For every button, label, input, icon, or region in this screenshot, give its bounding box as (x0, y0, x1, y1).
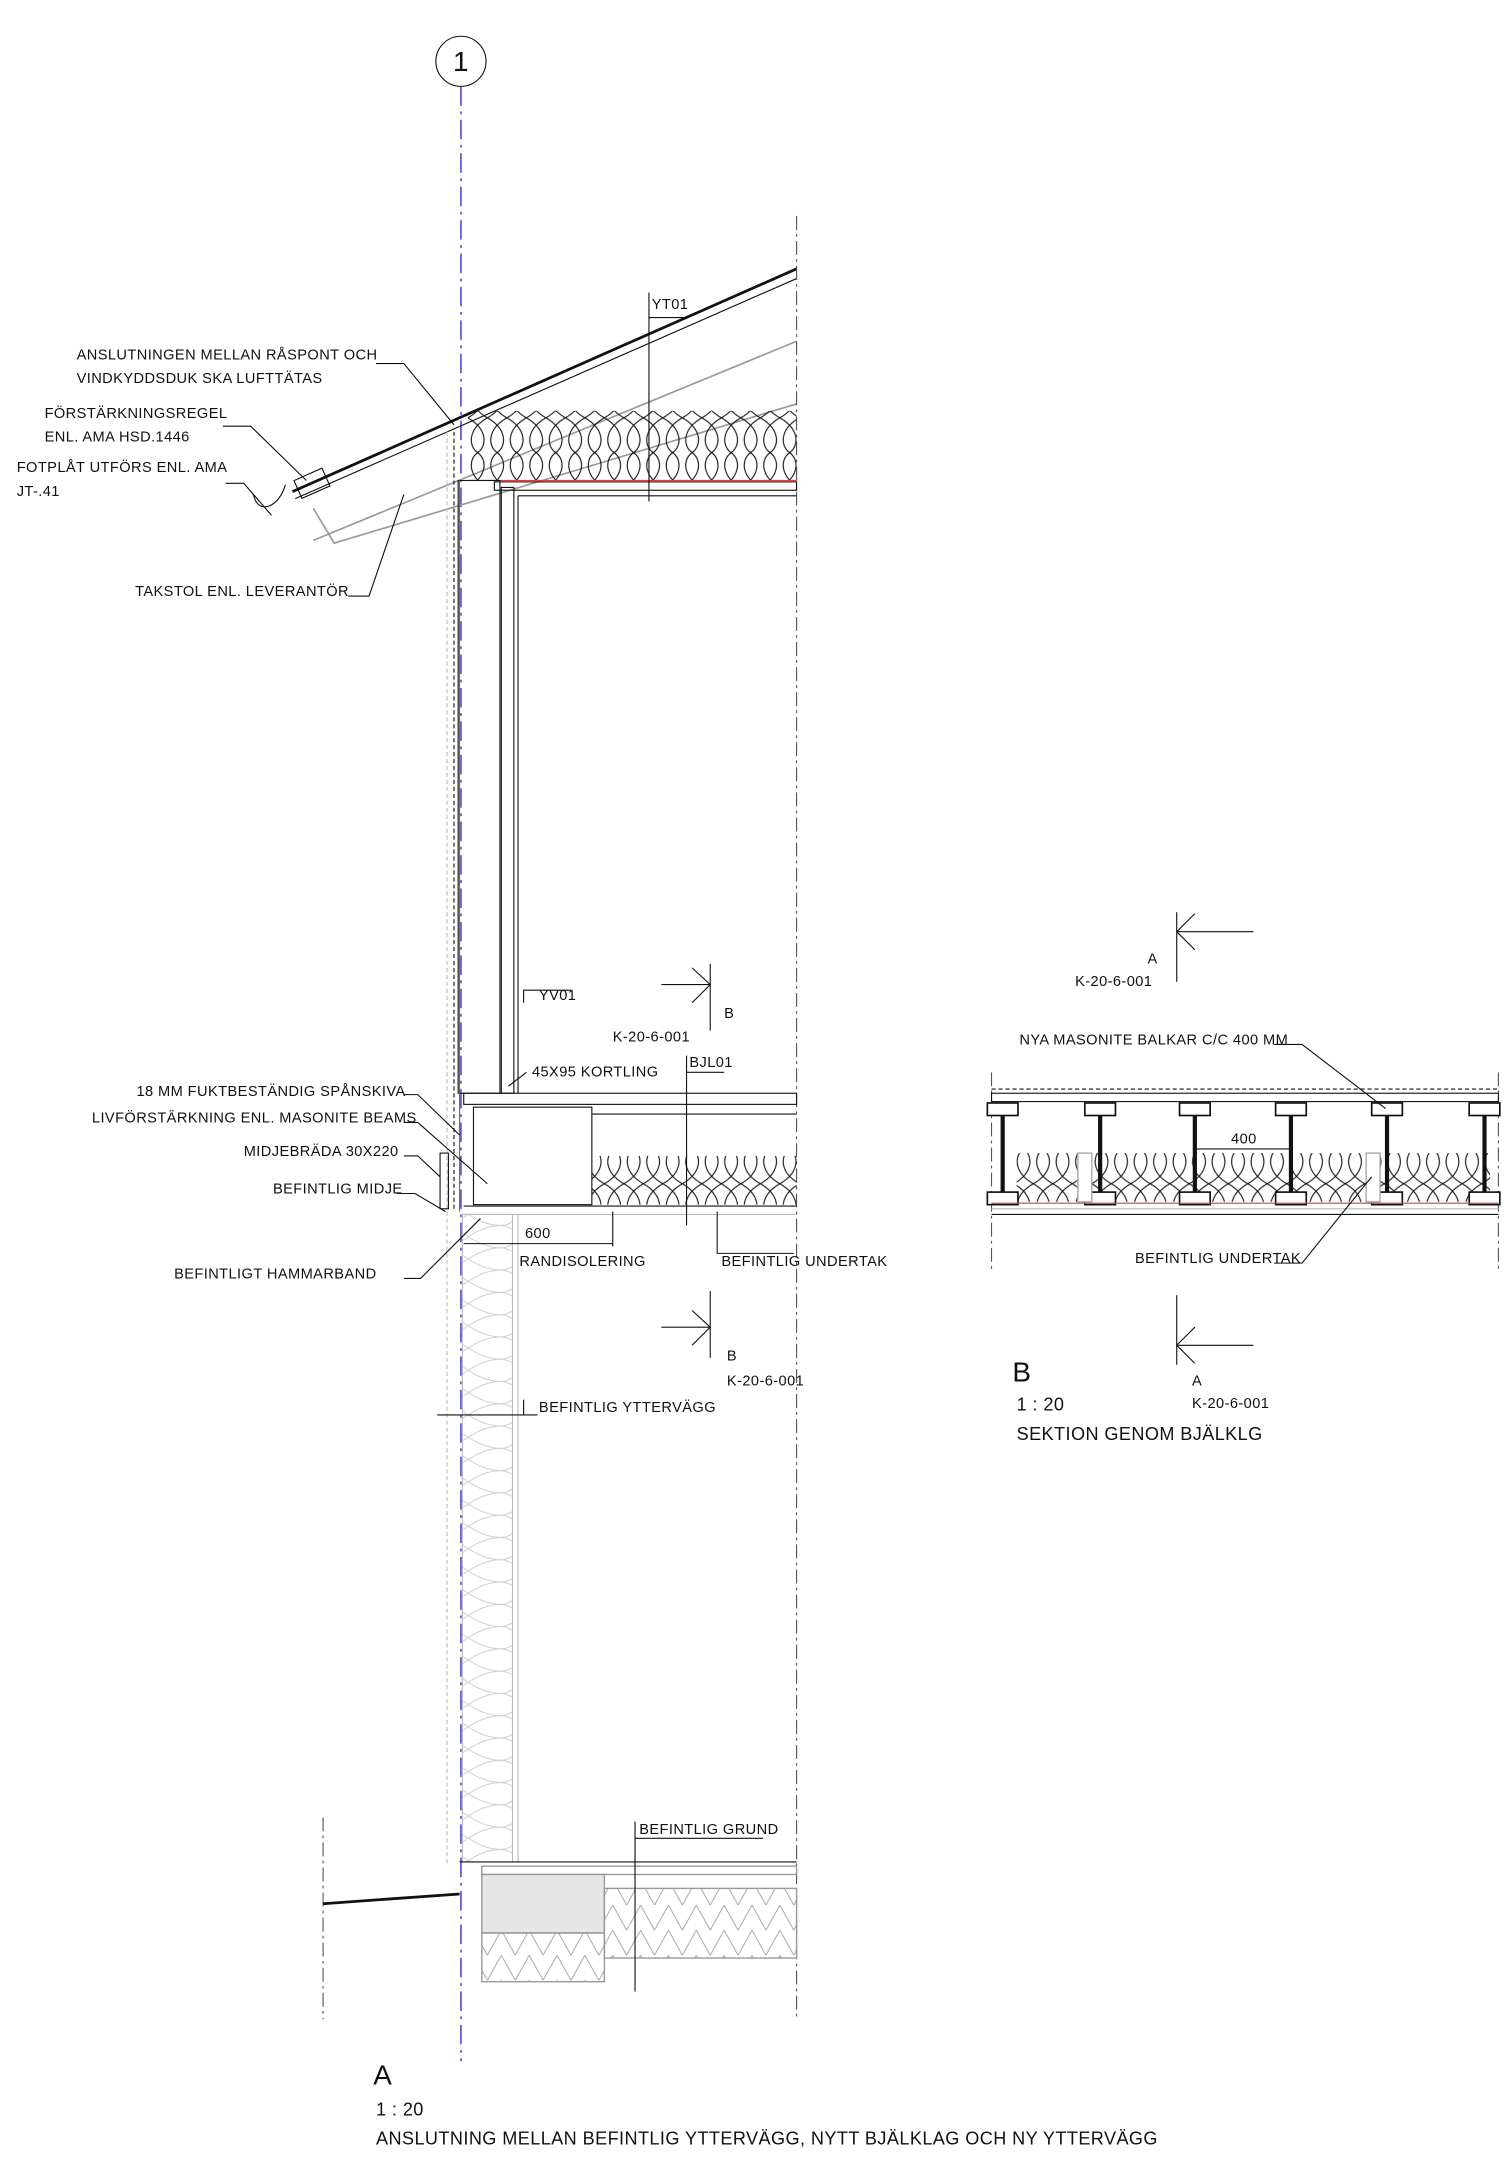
floor-board (990, 1092, 1499, 1103)
gutter-icon (252, 484, 287, 508)
label-livforstarkning: LIVFÖRSTÄRKNING ENL. MASONITE BEAMS (92, 1108, 417, 1126)
midjebrada (439, 1152, 449, 1210)
detail-a-drawing (222, 215, 798, 2020)
roof-insulation (467, 410, 797, 481)
detail-a-title: ANSLUTNING MELLAN BEFINTLIG YTTERVÄGG, N… (376, 2129, 1158, 2149)
detail-b-scale: 1 : 20 (1017, 1395, 1065, 1415)
label-fotplat-1: FOTPLÅT UTFÖRS ENL. AMA (17, 458, 228, 476)
section-a-bottom-letter: A (1192, 1374, 1202, 1390)
label-anslutning-1: ANSLUTNINGEN MELLAN RÅSPONT OCH (77, 346, 378, 363)
label-befintlig-grund: BEFINTLIG GRUND (639, 1822, 778, 1838)
grid-axis-1: 1 (435, 35, 487, 2062)
label-hammarband: BEFINTLIGT HAMMARBAND (174, 1266, 377, 1282)
i-beam (986, 1102, 1019, 1206)
grid-label: 1 (453, 46, 469, 77)
detail-b-labels: A K-20-6-001 NYA MASONITE BALKAR C/C 400… (1012, 952, 1301, 1444)
detail-b-title: SEKTION GENOM BJÄLKLG (1017, 1424, 1263, 1444)
floor-insulation (591, 1155, 797, 1205)
reinforcement-batten (293, 467, 331, 500)
section-a-bottom-ref: K-20-6-001 (1192, 1396, 1269, 1412)
label-fotplat-2: JT-.41 (17, 484, 60, 500)
dimension-400: 400 (1231, 1131, 1257, 1147)
detail-b-drawing (986, 912, 1501, 1365)
detail-a-letter: A (373, 2060, 392, 2091)
label-spanskiva: 18 MM FUKTBESTÄNDIG SPÅNSKIVA (136, 1083, 405, 1100)
label-takstol: TAKSTOL ENL. LEVERANTÖR (135, 582, 349, 600)
i-beam (1468, 1102, 1501, 1206)
detail-a-labels: YT01 ANSLUTNINGEN MELLAN RÅSPONT OCH VIN… (17, 297, 1158, 2148)
new-wall-insulation (457, 479, 501, 1094)
existing-wall (461, 1213, 514, 1863)
label-befintlig-undertak-b: BEFINTLIG UNDERTAK (1135, 1251, 1301, 1267)
existing-foundation (322, 1817, 798, 2020)
section-b-bottom-letter: B (727, 1349, 737, 1365)
rim-beam (472, 1106, 593, 1206)
detail-a-scale: 1 : 20 (376, 2099, 424, 2119)
label-forstarkningsregel-2: ENL. AMA HSD.1446 (45, 429, 190, 445)
floor-chipboard (463, 1092, 798, 1105)
label-yt01: YT01 (652, 297, 689, 313)
label-masonite-balkar: NYA MASONITE BALKAR C/C 400 MM (1019, 1032, 1288, 1048)
detail-b-letter: B (1012, 1356, 1031, 1387)
label-befintlig-midje: BEFINTLIG MIDJE (273, 1181, 403, 1197)
label-yv01: YV01 (539, 988, 576, 1004)
section-b-top-letter: B (724, 1006, 734, 1022)
section-mark-a-top (1175, 912, 1254, 982)
section-a-top-letter: A (1147, 952, 1157, 968)
section-b-bottom-ref: K-20-6-001 (727, 1374, 804, 1390)
section-a-top-ref: K-20-6-001 (1075, 974, 1152, 990)
section-mark-b-bottom (661, 1290, 712, 1358)
dimension-600: 600 (525, 1226, 551, 1242)
section-b-top-ref: K-20-6-001 (613, 1030, 690, 1046)
label-forstarkningsregel-1: FÖRSTÄRKNINGSREGEL (45, 404, 228, 422)
masonite-beams (986, 1102, 1501, 1206)
label-befintlig-yttervagg: BEFINTLIG YTTERVÄGG (539, 1399, 716, 1416)
i-beam (1274, 1102, 1308, 1206)
label-midjebrada: MIDJEBRÄDA 30X220 (244, 1143, 399, 1160)
label-randisolering: RANDISOLERING (519, 1254, 645, 1270)
roof-surface (291, 267, 798, 493)
label-bjl01: BJL01 (689, 1055, 733, 1071)
label-anslutning-2: VINDKYDDSDUK SKA LUFTTÄTAS (77, 370, 323, 387)
section-mark-a-bottom (1175, 1295, 1254, 1365)
section-mark-b-top (661, 963, 712, 1031)
label-befintlig-undertak: BEFINTLIG UNDERTAK (721, 1254, 887, 1270)
label-kortling: 45X95 KORTLING (532, 1065, 659, 1081)
i-beam (1178, 1102, 1211, 1206)
